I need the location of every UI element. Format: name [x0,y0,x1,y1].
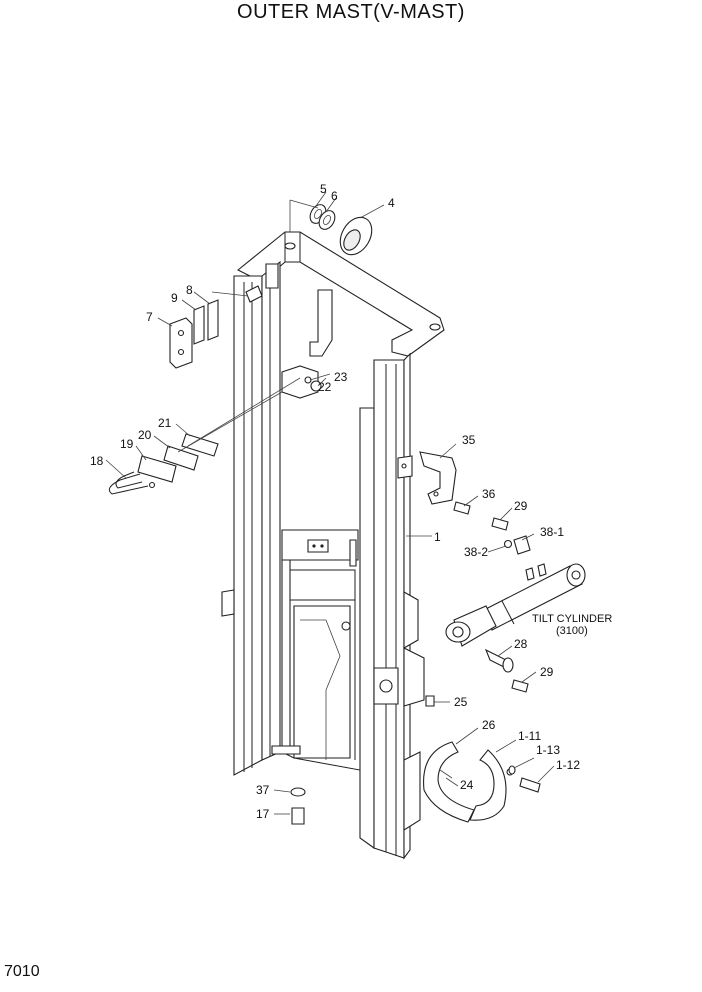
page-number: 7010 [4,963,40,980]
tilt-cylinder-label: TILT CYLINDER [532,613,612,625]
washer-1-13 [508,765,516,775]
callout-17: 17 [256,807,270,821]
callout-23: 23 [334,370,348,384]
callout-1: 1 [434,530,441,544]
fitting-29-upper [491,517,509,531]
page-title: OUTER MAST(V-MAST) [237,1,465,23]
bearing-part [339,216,373,256]
callout-labels: 1 4 5 6 7 8 9 17 18 19 20 21 22 23 24 25… [90,182,612,821]
callout-38-2: 38-2 [464,545,488,559]
callout-5: 5 [320,182,327,196]
callout-1-12: 1-12 [556,758,580,772]
callout-25: 25 [454,695,468,709]
callout-29-lower: 29 [540,665,554,679]
fitting-29-lower [511,679,529,693]
grease-nipple-25 [425,695,435,707]
outer-mast-frame [221,231,445,860]
callout-18: 18 [90,454,104,468]
pad-block [169,317,193,369]
callout-38-1: 38-1 [540,525,564,539]
bolt-1-12 [519,777,541,793]
callout-35: 35 [462,433,476,447]
callout-1-13: 1-13 [536,743,560,757]
callout-22: 22 [318,380,332,394]
shim-plates [193,299,219,345]
washer-37 [290,787,306,797]
trunnion-cap [469,749,514,821]
callout-7: 7 [146,310,153,324]
callout-20: 20 [138,428,152,442]
callout-19: 19 [120,437,134,451]
callout-28: 28 [514,637,528,651]
callout-1-11: 1-11 [518,729,541,743]
callout-37: 37 [256,783,270,797]
bolt-17 [291,807,305,825]
callout-24: 24 [460,778,474,792]
bracket-35 [397,451,457,505]
trunnion-bush-24-26 [423,741,475,823]
callout-26: 26 [482,718,496,732]
callout-4: 4 [388,196,395,210]
nut-38-2 [503,539,513,549]
rail-pin [245,285,263,303]
pin-38-1 [513,535,531,555]
callout-29-upper: 29 [514,499,528,513]
callout-21: 21 [158,416,172,430]
callout-36: 36 [482,487,496,501]
shim-washers [309,204,336,230]
tilt-cylinder [445,563,586,647]
lower-pad-set [108,433,219,495]
pin-28 [484,648,514,673]
callout-9: 9 [171,291,178,305]
callout-8: 8 [186,283,193,297]
callout-6: 6 [331,189,338,203]
leader-lines [105,191,555,815]
tilt-cylinder-ref: (3100) [556,625,588,637]
nut-22-23 [304,376,322,392]
